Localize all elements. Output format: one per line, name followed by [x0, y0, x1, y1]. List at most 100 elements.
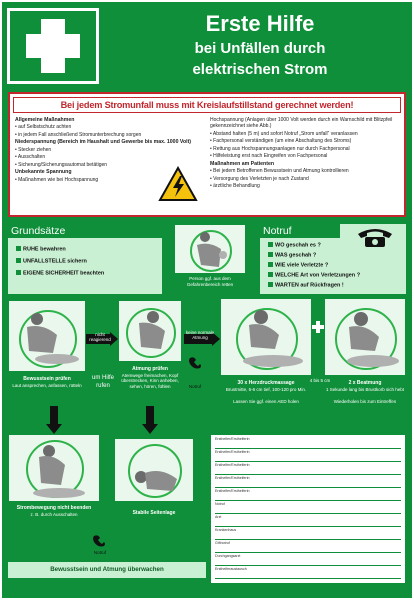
- notruf-item: WAS geschah ?: [268, 252, 316, 259]
- title-line-2: bei Unfällen durch: [194, 40, 326, 57]
- box3-text: Brustmitte, 5-6 cm tief, 100-120 pro Min…: [225, 387, 307, 392]
- notruf-text: WARTEN auf Rückfragen !: [275, 282, 344, 289]
- plus-icon: [312, 320, 324, 338]
- bullet-square-icon: [16, 246, 21, 251]
- first-aid-cross-icon: [7, 8, 99, 84]
- grundsaetze-label: Grundsätze: [8, 224, 162, 238]
- left-info-column: Allgemeine Maßnahmen • auf Selbstschutz …: [15, 117, 195, 184]
- notruf-text: WO geschah es ?: [275, 242, 321, 249]
- consciousness-caption-box: Bewusstsein prüfen Laut ansprechen, anfa…: [8, 374, 86, 404]
- notruf-panel: Notruf WO geschah es ? WAS geschah ? WIE…: [260, 224, 406, 294]
- form-row[interactable]: Arzt: [215, 515, 401, 527]
- grundsatz-text: EIGENE SICHERHEIT beachten: [23, 270, 105, 277]
- box1-text: Laut ansprechen, anfassen, rütteln: [12, 382, 82, 388]
- notruf-item: WO geschah es ?: [268, 242, 321, 249]
- form-row[interactable]: Durchgangsarzt: [215, 554, 401, 566]
- title-line-1: Erste Hilfe: [205, 11, 315, 36]
- right-item: • Versorgung des Verletzten je nach Zust…: [210, 175, 309, 182]
- arrow1-label: nicht reagierend: [89, 332, 111, 342]
- check-breathing-illustration: [118, 300, 182, 362]
- right-item: • Abstand halten (5 m) und sofort Notruf…: [210, 130, 358, 137]
- check-consciousness-illustration: [8, 300, 86, 372]
- right-item: • ärztliche Behandlung: [210, 183, 260, 190]
- high-voltage-warning-icon: [158, 165, 198, 207]
- notruf-text: WELCHE Art von Verletzungen ?: [275, 272, 361, 279]
- left-heading-3: Unbekannte Spannung: [15, 169, 72, 176]
- right-intro: Hochspannung (Anlagen über 1000 Volt wer…: [210, 117, 393, 130]
- box-lower-title: Strombewegung nicht beenden: [16, 505, 92, 511]
- right-item: • Fachpersonal verständigen (um eine Abs…: [210, 138, 352, 145]
- box4-text2: Wiederholen bis zum Eintreffen: [333, 399, 397, 404]
- arrow-down-icon: [46, 406, 62, 439]
- box4-text: 1 Sekunde lang bis Brustkorb sich hebt: [325, 387, 405, 392]
- form-row[interactable]: Krankenhaus: [215, 528, 401, 540]
- telephone-icon: [188, 356, 202, 375]
- bullet-square-icon: [16, 270, 21, 275]
- stop-current-caption-box: Strombewegung nicht beenden z. B. durch …: [8, 502, 100, 532]
- left-item: • Maßnahmen wie bei Hochspannung: [15, 176, 99, 183]
- form-row[interactable]: Ersthelfer/Ersthelferin: [215, 476, 401, 488]
- box2-text: Atemwege freimachen, Kopf überstrecken, …: [121, 372, 179, 389]
- bullet-square-icon: [268, 262, 273, 267]
- box-right-lower-title: Stabile Seitenlage: [132, 510, 176, 516]
- notruf-text: WIE viele Verletzte ?: [275, 262, 329, 269]
- info-box: Bei jedem Stromunfall muss mit Kreislauf…: [8, 92, 406, 217]
- form-row[interactable]: Notruf: [215, 502, 401, 514]
- compression-depth-label: 4 bis 5 cm: [309, 378, 331, 383]
- breathing-caption-box: Atmung prüfen Atemwege freimachen, Kopf …: [118, 364, 182, 404]
- arrow-right-icon: [184, 332, 220, 351]
- left-item: • auf Selbstschutz achten: [15, 124, 72, 131]
- rescue-illustration: [174, 224, 246, 274]
- box-lower-text: z. B. durch Ausschalten: [30, 511, 78, 517]
- form-row[interactable]: Ersthelfer/Ersthelferin: [215, 463, 401, 475]
- left-heading-1: Allgemeine Maßnahmen: [15, 117, 75, 123]
- arrow2-label: keine normale Atmung: [185, 330, 215, 340]
- cpr-caption-box: 30 x Herzdruckmassage Brustmitte, 5-6 cm…: [220, 378, 406, 412]
- form-row[interactable]: Ersthelfer/Ersthelferin: [215, 450, 401, 462]
- monitor-banner: Bewusstsein und Atmung überwachen: [8, 562, 206, 578]
- box2-title: Atmung prüfen: [132, 366, 168, 372]
- form-row[interactable]: Ersthelferaustausch: [215, 567, 401, 579]
- notruf-item: WIE viele Verletzte ?: [268, 262, 328, 269]
- poster-title: Erste Hilfe bei Unfällen durch elektrisc…: [112, 10, 408, 80]
- notruf-label: Notruf: [260, 224, 340, 238]
- bullet-square-icon: [16, 258, 21, 263]
- notruf-item: WARTEN auf Rückfragen !: [268, 282, 344, 289]
- bullet-square-icon: [268, 252, 273, 257]
- right-heading-2: Maßnahmen am Patienten: [210, 160, 274, 167]
- title-line-3: elektrischen Strom: [192, 61, 328, 78]
- bullet-square-icon: [268, 272, 273, 277]
- bullet-square-icon: [268, 242, 273, 247]
- telephone-icon: [92, 534, 106, 553]
- call-for-help-label: um Hilfe rufen: [91, 375, 114, 389]
- box4-title: 2 x Beatmung: [348, 380, 382, 386]
- grundsatz-text: UNFALLSTELLE sichern: [23, 258, 87, 265]
- bullet-square-icon: [268, 282, 273, 287]
- form-row[interactable]: Ersthelfer/Ersthelferin: [215, 489, 401, 501]
- grundsatz-item: RUHE bewahren: [16, 246, 66, 253]
- form-row[interactable]: Giftnotruf: [215, 541, 401, 553]
- left-heading-2: Niederspannung (Bereich im Haushalt und …: [15, 139, 192, 146]
- form-row[interactable]: Ersthelfer/Ersthelferin: [215, 437, 401, 449]
- right-item: • Rettung aus Hochspannungsanlagen nur d…: [210, 145, 350, 152]
- left-item: • in jedem Fall anschließend Stromunterb…: [15, 131, 142, 138]
- recovery-position-illustration: [114, 438, 194, 502]
- rescue-caption: Person ggf. aus dem Gefahrenbereich rett…: [186, 276, 234, 287]
- notruf-bottom-label: Notruf: [93, 550, 107, 555]
- grundsaetze-panel: Grundsätze RUHE bewahren UNFALLSTELLE si…: [8, 224, 162, 294]
- arrow-down-icon: [142, 406, 158, 439]
- box1-title: Bewusstsein prüfen: [23, 376, 71, 382]
- grundsatz-item: UNFALLSTELLE sichern: [16, 258, 87, 265]
- telephone-icon: [356, 226, 394, 253]
- stop-current-illustration: [8, 434, 100, 502]
- right-item: • Bei jedem Betroffenen Bewusstsein und …: [210, 168, 349, 175]
- chest-compression-illustration: [220, 298, 312, 376]
- contact-form: Ersthelfer/Ersthelferin Ersthelfer/Ersth…: [210, 434, 406, 584]
- left-item: • Stecker ziehen: [15, 146, 52, 153]
- recovery-caption-box: Stabile Seitenlage: [114, 502, 194, 532]
- right-info-column: Hochspannung (Anlagen über 1000 Volt wer…: [210, 117, 402, 191]
- notruf-small-label: Notruf: [188, 384, 202, 389]
- warning-headline: Bei jedem Stromunfall muss mit Kreislauf…: [13, 97, 401, 113]
- left-item: • Sicherung/Sicherungsautomat betätigen: [15, 161, 108, 168]
